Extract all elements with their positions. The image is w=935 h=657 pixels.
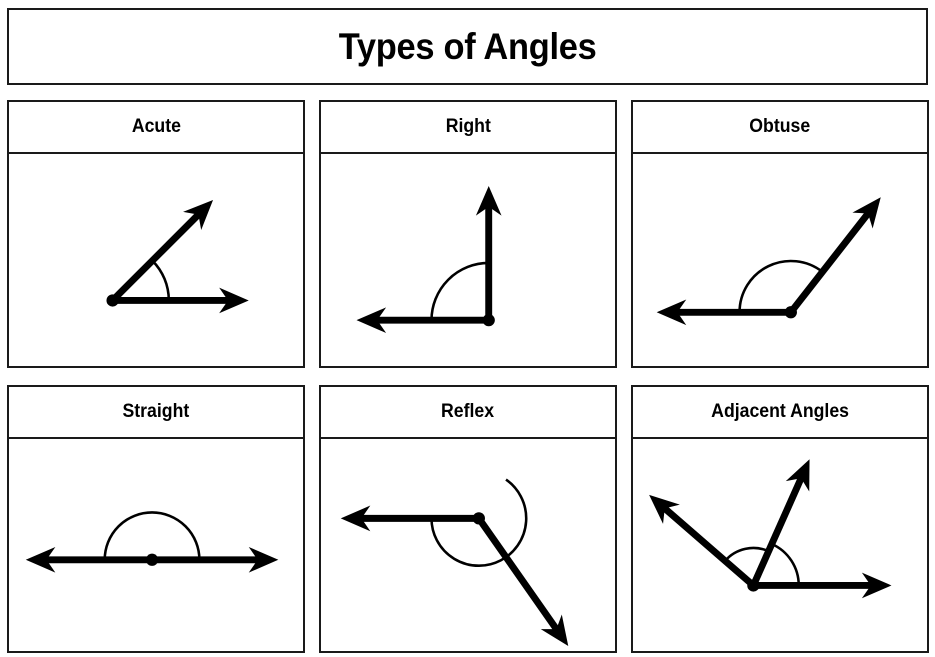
angle-card-straight[interactable]: Straight [7, 385, 305, 653]
reflex-angle-diagram [340, 478, 569, 647]
angle-card-header-obtuse: Obtuse [633, 102, 927, 154]
ray-upper-right [788, 197, 881, 315]
ray-horizontal-left-arrowhead-icon [356, 307, 387, 334]
angle-card-acute[interactable]: Acute [7, 100, 305, 368]
arc-angle-marker [430, 261, 489, 321]
ray-horizontal-right [112, 287, 249, 314]
ray-horizontal-right-arrowhead-icon [861, 572, 892, 599]
obtuse-angle-diagram [656, 197, 881, 326]
ray-horizontal-left-arrowhead-icon [340, 505, 371, 532]
ray-upper-right-arrowhead-icon [183, 199, 214, 230]
vertex-point [106, 294, 119, 307]
vertex-point [784, 306, 797, 319]
ray-lower-right [476, 516, 569, 647]
ray-upper-left [649, 494, 756, 589]
angle-card-grid: Acute Right Obtuse Straight Reflex [7, 100, 929, 653]
angle-card-header-reflex: Reflex [321, 387, 615, 439]
ray-horizontal-right [753, 572, 892, 599]
acute-angle-diagram [106, 199, 249, 314]
angle-diagram-adjacent [633, 439, 927, 651]
angle-diagram-straight [9, 439, 303, 651]
angle-label-straight: Straight [122, 401, 190, 422]
adjacent-angles-diagram [649, 459, 892, 599]
ray-horizontal-left [25, 546, 153, 573]
ray-horizontal-left [656, 299, 791, 326]
angle-card-reflex[interactable]: Reflex [319, 385, 617, 653]
vertex-point [482, 314, 495, 327]
angle-card-header-right: Right [321, 102, 615, 154]
ray-upper-right-steep-arrowhead-icon [785, 459, 810, 492]
ray-lower-right-arrowhead-icon [540, 614, 569, 647]
angle-diagram-right [321, 154, 615, 366]
angle-diagram-reflex [321, 439, 615, 651]
angle-card-right[interactable]: Right [319, 100, 617, 368]
ray-upper-right-arrowhead-icon [852, 197, 881, 229]
arc-angle-marker [738, 259, 824, 313]
ray-vertical-up-arrowhead-icon [475, 186, 502, 216]
right-angle-diagram [356, 186, 502, 334]
arc-angle-marker [151, 259, 171, 301]
vertex-point [472, 512, 485, 525]
ray-vertical-up [475, 186, 502, 321]
angle-diagram-obtuse [633, 154, 927, 366]
vertex-point [145, 553, 159, 566]
angle-label-right: Right [445, 116, 491, 137]
angle-label-adjacent: Adjacent Angles [711, 401, 849, 422]
vertex-point [747, 579, 760, 592]
ray-horizontal-left-arrowhead-icon [25, 546, 56, 573]
arc-second-angle [724, 546, 770, 562]
angle-card-header-acute: Acute [9, 102, 303, 154]
ray-horizontal-left [340, 505, 479, 532]
page-title: Types of Angles [338, 25, 597, 67]
angle-diagram-acute [9, 154, 303, 366]
angle-label-obtuse: Obtuse [749, 116, 811, 137]
ray-horizontal-left-arrowhead-icon [656, 299, 687, 326]
ray-horizontal-left [356, 307, 489, 334]
ray-upper-right-steep [750, 459, 810, 587]
angle-card-obtuse[interactable]: Obtuse [631, 100, 929, 368]
angle-label-reflex: Reflex [441, 401, 495, 422]
ray-horizontal-right-arrowhead-icon [248, 546, 279, 573]
ray-upper-right [110, 199, 214, 303]
ray-upper-left-arrowhead-icon [649, 494, 680, 524]
arc-angle-marker [430, 478, 528, 567]
ray-horizontal-right-arrowhead-icon [219, 287, 249, 314]
angle-card-adjacent[interactable]: Adjacent Angles [631, 385, 929, 653]
angle-card-header-adjacent: Adjacent Angles [633, 387, 927, 439]
arc-angle-marker [103, 511, 201, 560]
poster-title-box: Types of Angles [7, 8, 928, 85]
straight-angle-diagram [25, 511, 279, 573]
ray-horizontal-right [152, 546, 279, 573]
angle-card-header-straight: Straight [9, 387, 303, 439]
arc-first-angle [771, 542, 801, 586]
angle-label-acute: Acute [131, 116, 181, 137]
